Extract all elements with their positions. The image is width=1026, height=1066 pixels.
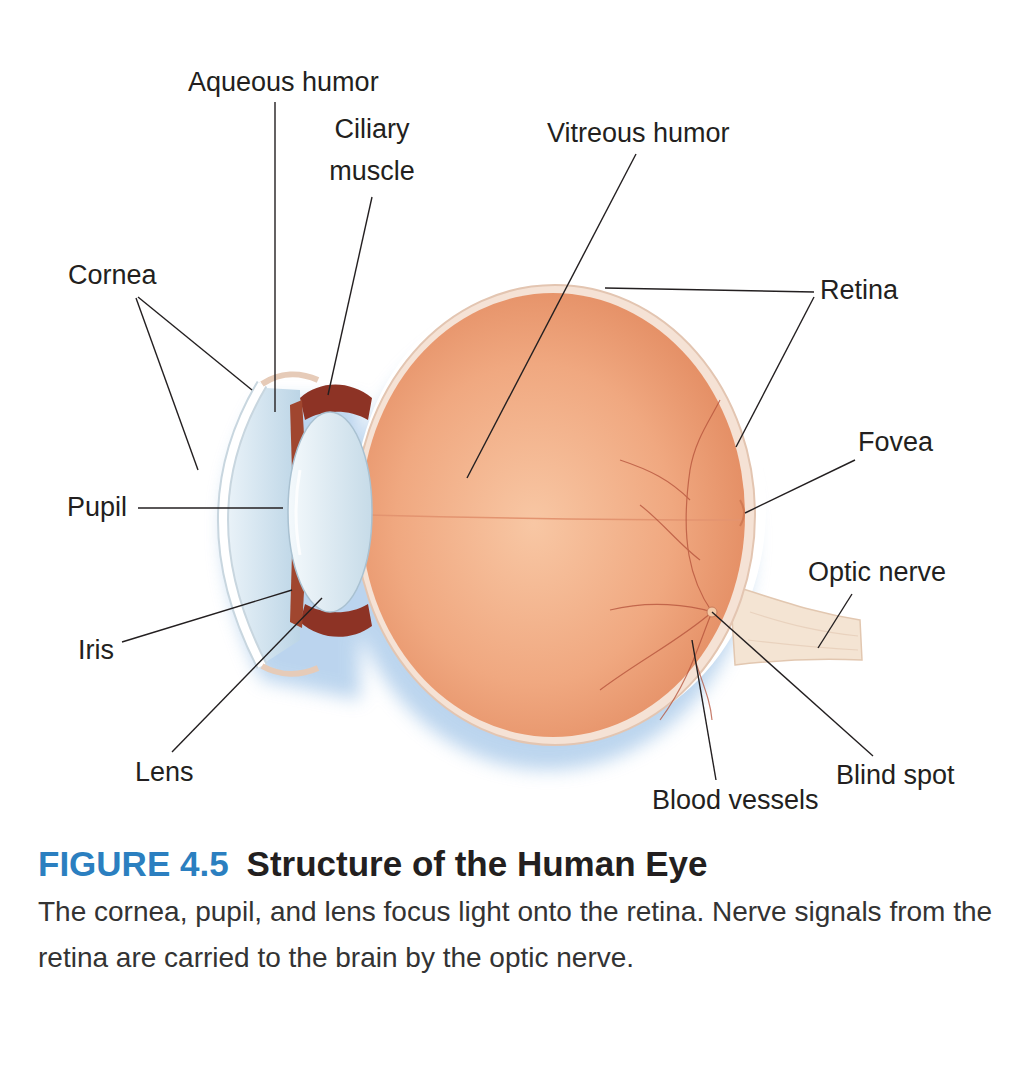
vitreous-body [361, 293, 745, 737]
part-label: Lens [135, 756, 194, 788]
leader-lines [122, 102, 873, 780]
figure-number: FIGURE 4.5 [38, 843, 229, 885]
part-label: Retina [820, 274, 898, 306]
part-label: Fovea [858, 426, 933, 458]
part-label: Pupil [67, 491, 127, 523]
optic-nerve-shape [730, 585, 862, 665]
part-label: Vitreous humor [547, 117, 730, 149]
part-label: Aqueous humor [188, 66, 379, 98]
cornea-edge [223, 384, 262, 666]
lens-shape [288, 412, 372, 612]
limbus-bottom [262, 666, 318, 674]
part-label: Iris [78, 634, 114, 666]
sclera [355, 285, 755, 745]
optic-nerve-fibres [748, 612, 858, 650]
lens-highlight [296, 470, 300, 555]
fovea-mark [740, 500, 744, 526]
part-label: Blood vessels [652, 784, 819, 816]
part-label: Cornea [68, 259, 157, 291]
part-label: Blind spot [836, 759, 955, 791]
part-label: Optic nerve [808, 556, 946, 588]
cornea-shape [223, 384, 262, 666]
figure-title: Structure of the Human Eye [247, 843, 708, 885]
figure-caption: The cornea, pupil, and lens focus light … [38, 889, 998, 981]
limbus-top [262, 374, 318, 384]
part-label: Ciliary muscle [322, 108, 422, 192]
blood-vessels [600, 400, 720, 720]
